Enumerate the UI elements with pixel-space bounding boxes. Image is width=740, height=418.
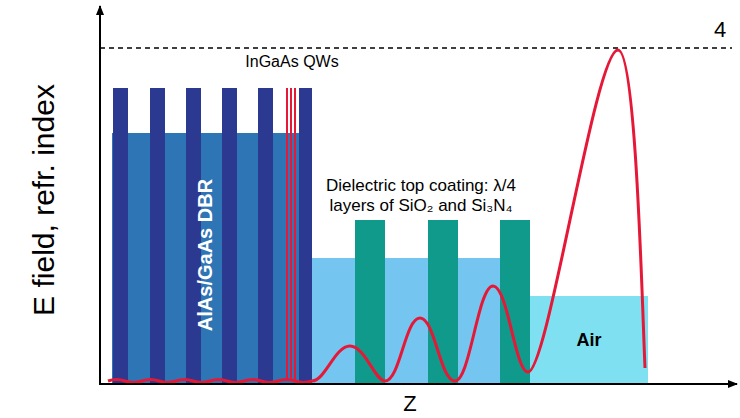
- region-label: AlAs/GaAs DBR: [194, 179, 217, 331]
- reference-value: 4: [714, 17, 726, 43]
- x-axis: [99, 383, 737, 385]
- reference-line: [100, 47, 732, 49]
- axis-title: Z: [403, 391, 416, 417]
- y-axis: [99, 6, 101, 384]
- field-curve: [108, 50, 645, 383]
- air-box: Air: [526, 296, 652, 383]
- dielectric-coating: Dielectric top coating: λ/4 layers of Si…: [312, 172, 530, 383]
- dbr-bars: [113, 88, 312, 383]
- region-label: Air: [526, 329, 652, 350]
- dielectric-band: [312, 258, 530, 383]
- part-name: InGaAs QWs: [245, 53, 338, 71]
- quantum-wells: [287, 88, 295, 381]
- dbr-region: [112, 133, 312, 383]
- axis-title: E field, refr. index: [27, 84, 61, 316]
- region-label: Dielectric top coating: λ/4 layers of Si…: [321, 172, 521, 217]
- dbr-stack: AlAs/GaAs DBR: [112, 88, 312, 383]
